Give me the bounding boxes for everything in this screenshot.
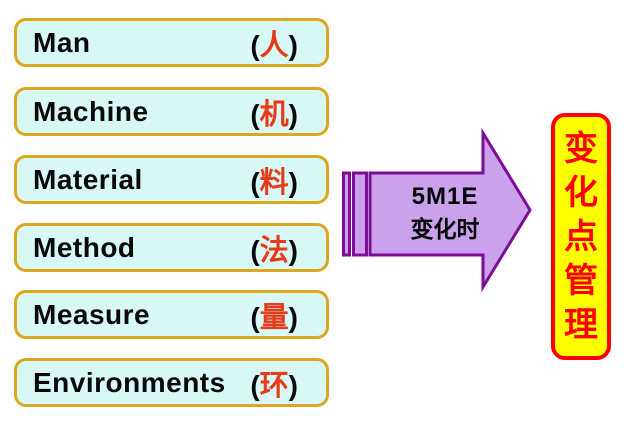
factor-box-machine: Machine (机) (14, 87, 329, 136)
paren-close: ) (288, 234, 298, 266)
factor-cjk-group-method: (法) (250, 227, 298, 269)
factor-label-material: Material (33, 163, 143, 195)
result-char-2: 化 (564, 173, 598, 212)
result-char-1: 变 (564, 129, 598, 168)
factor-box-measure: Measure (量) (14, 290, 329, 339)
paren-close: ) (288, 301, 298, 333)
paren-close: ) (288, 98, 298, 130)
paren-open: ( (250, 29, 260, 61)
factor-label-man: Man (33, 26, 91, 58)
factor-cjk-man: 人 (259, 29, 289, 62)
paren-open: ( (250, 166, 260, 198)
result-char-3: 点 (564, 217, 598, 256)
arrow-line2: 变化时 (410, 216, 480, 242)
paren-open: ( (250, 369, 260, 401)
paren-open: ( (250, 234, 260, 266)
paren-close: ) (288, 29, 298, 61)
factor-cjk-group-environments: (环) (250, 362, 298, 404)
result-box: 变 化 点 管 理 (551, 113, 611, 360)
factor-cjk-measure: 量 (259, 301, 289, 334)
paren-open: ( (250, 98, 260, 130)
arrow-stripe-thick (352, 171, 368, 257)
arrow-stripe-thin (342, 171, 351, 257)
factor-cjk-method: 法 (259, 234, 289, 267)
striped-arrow-shape (342, 128, 532, 292)
factor-cjk-group-man: (人) (250, 22, 298, 64)
factor-box-environments: Environments (环) (14, 358, 329, 407)
arrow-body (368, 128, 532, 292)
factor-cjk-machine: 机 (259, 98, 289, 131)
factor-cjk-material: 料 (259, 166, 289, 199)
factor-box-material: Material (料) (14, 155, 329, 204)
factor-cjk-group-measure: (量) (250, 294, 298, 336)
paren-close: ) (288, 369, 298, 401)
factor-label-measure: Measure (33, 298, 151, 330)
paren-open: ( (250, 301, 260, 333)
arrow-text: 5M1E 变化时 (370, 181, 520, 245)
arrow-line1: 5M1E (411, 183, 479, 210)
paren-close: ) (288, 166, 298, 198)
factor-label-machine: Machine (33, 95, 149, 127)
factor-box-man: Man (人) (14, 18, 329, 67)
factor-box-method: Method (法) (14, 223, 329, 272)
result-char-5: 理 (564, 305, 598, 344)
factor-label-method: Method (33, 231, 136, 263)
result-char-4: 管 (564, 261, 598, 300)
factor-cjk-environments: 环 (259, 369, 289, 402)
factor-cjk-group-machine: (机) (250, 91, 298, 133)
factor-label-environments: Environments (33, 366, 226, 398)
factor-cjk-group-material: (料) (250, 159, 298, 201)
